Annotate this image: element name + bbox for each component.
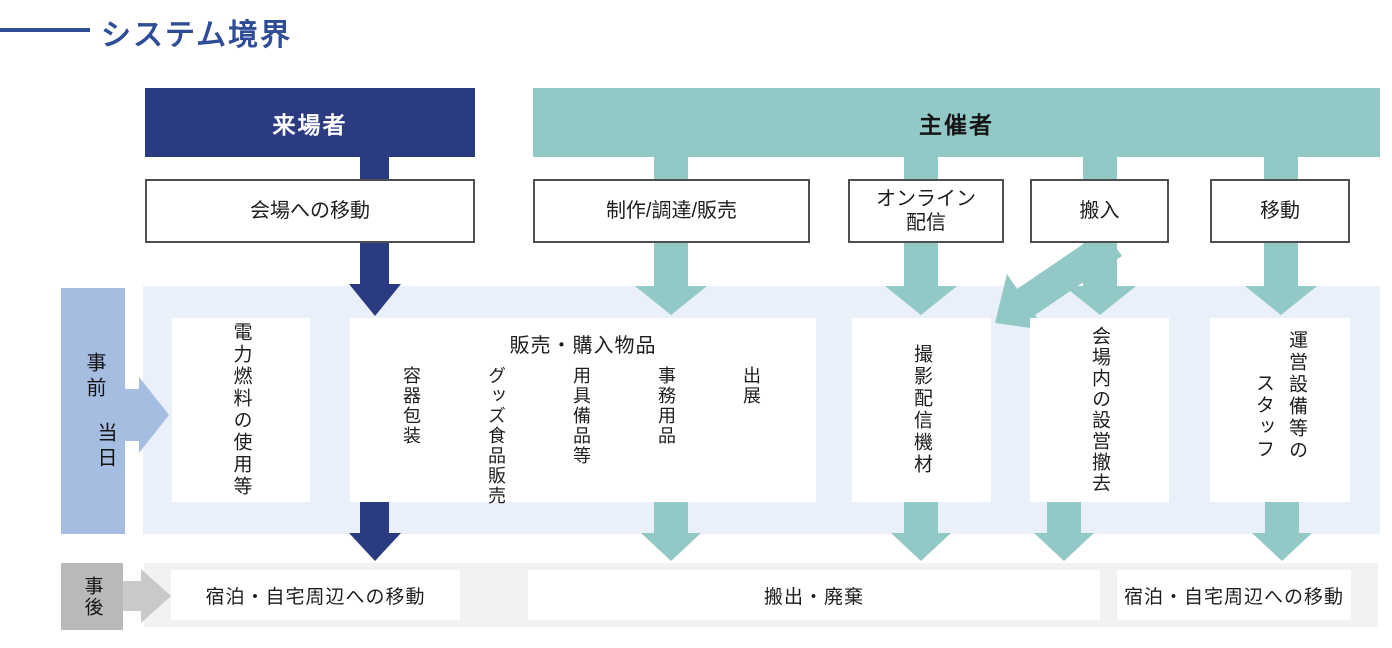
phase-post-text: 事後 (81, 575, 103, 618)
item-box-filming-equipment: 撮影配信機材 (852, 318, 991, 502)
goods-items-row: 容器包装 グッズ食品販売 用具備品等 事務用品 出展 (350, 358, 816, 506)
lane-header-organizer: 主催者 (533, 88, 1380, 157)
page-title: システム境界 (101, 19, 293, 52)
title-rule (0, 28, 90, 32)
item-setup-text: 会場内の設営撤去 (1089, 326, 1110, 494)
item-staff-line1: 運営設備等の (1286, 330, 1307, 462)
arrow-phase-pre-right (125, 377, 169, 453)
phase-label-pre-day: 事前 当日 (61, 288, 125, 534)
process-box-online-streaming: オンライン 配信 (848, 179, 1004, 243)
post-box-travel-lodging-right: 宿泊・自宅周辺への移動 (1117, 570, 1351, 620)
item-box-sales-purchased-goods: 販売・購入物品 容器包装 グッズ食品販売 用具備品等 事務用品 出展 (350, 318, 816, 506)
phase-pre-line2: 当日 (94, 422, 116, 472)
item-box-operation-staff: スタッフ 運営設備等の (1210, 318, 1350, 502)
item-staff-line2: スタッフ (1253, 373, 1274, 461)
arrow-filming-out-down (891, 502, 951, 561)
arrow-carry-in-diagonal (995, 230, 1122, 330)
phase-pre-line1: 事前 (83, 352, 105, 402)
process-box-venue-travel: 会場への移動 (145, 179, 475, 243)
goods-item-merch-food: グッズ食品販売 (486, 366, 506, 506)
goods-item-equipment: 用具備品等 (571, 366, 591, 466)
goods-box-title: 販売・購入物品 (509, 335, 657, 357)
item-filming-text: 撮影配信機材 (911, 344, 932, 476)
item-box-venue-setup-teardown: 会場内の設営撤去 (1030, 318, 1169, 502)
arrow-setup-out-down (1034, 502, 1094, 561)
goods-item-office-supplies: 事務用品 (656, 366, 676, 446)
item-box-electric-fuel-use: 電力燃料の使用等 (172, 318, 310, 502)
process-box-move: 移動 (1210, 179, 1350, 243)
post-box-carry-out-disposal: 搬出・廃棄 (528, 570, 1100, 620)
lane-header-visitors: 来場者 (145, 88, 475, 157)
arrow-phase-post-right (123, 569, 171, 623)
process-box-carry-in: 搬入 (1030, 179, 1169, 243)
item-electric-fuel-text: 電力燃料の使用等 (230, 322, 252, 498)
arrow-goods-out-down (641, 502, 701, 561)
arrow-staff-out-down (1252, 502, 1312, 561)
arrow-visitors-out-down (349, 502, 401, 561)
goods-item-exhibit: 出展 (741, 366, 761, 406)
process-box-production-procurement-sales: 制作/調達/販売 (533, 179, 810, 243)
phase-label-post: 事後 (61, 563, 123, 630)
goods-item-containers: 容器包装 (401, 366, 421, 446)
post-box-travel-lodging-left: 宿泊・自宅周辺への移動 (171, 570, 460, 620)
